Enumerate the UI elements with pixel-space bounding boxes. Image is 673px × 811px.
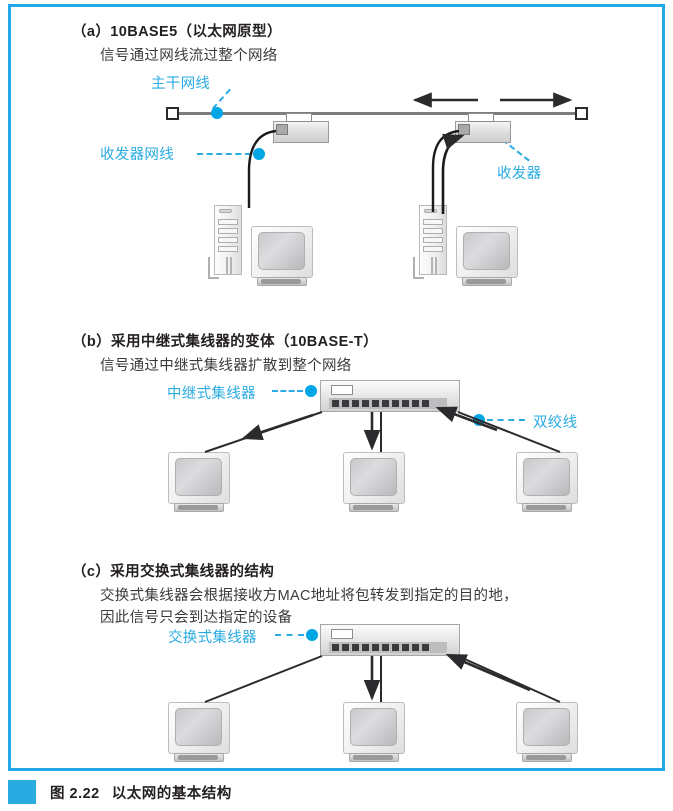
caption-line: 图 2.22 以太网的基本结构 (50, 782, 232, 803)
backbone-bus-cable (178, 112, 578, 115)
caption-number: 图 2.22 (50, 785, 100, 802)
bus-terminator-right (575, 107, 588, 120)
label-twisted-pair: 双绞线 (533, 415, 578, 431)
transceiver-right-port (458, 124, 470, 135)
switch-port-row (329, 642, 447, 653)
caption-title: 以太网的基本结构 (111, 785, 232, 802)
tower-pc-a-right (411, 205, 447, 283)
monitor-a-left (251, 226, 313, 286)
hub-led-indicator (331, 385, 353, 395)
tower-pc-a-left (206, 205, 242, 283)
monitor-a-right (456, 226, 518, 286)
repeater-hub-callout-leader (272, 390, 303, 392)
transceiver-right-top (468, 113, 494, 122)
backbone-callout-dot (211, 107, 223, 119)
label-backbone-cable: 主干网线 (151, 76, 211, 92)
transceiver-cable-callout-dot (253, 148, 265, 160)
label-repeater-hub: 中继式集线器 (167, 386, 256, 402)
bus-terminator-left (166, 107, 179, 120)
monitor-b-right (516, 452, 578, 512)
monitor-c-center (343, 702, 405, 762)
hub-port-row (329, 398, 447, 409)
section-c-subtitle-line1: 交换式集线器会根据接收方MAC地址将包转发到指定的目的地， (100, 588, 518, 604)
section-a-subtitle: 信号通过网线流过整个网络 (100, 48, 278, 64)
transceiver-left-top (286, 113, 312, 122)
twisted-pair-callout-dot (473, 414, 485, 426)
repeater-hub-device (320, 380, 460, 412)
caption-accent-block (8, 780, 36, 804)
section-b-subtitle: 信号通过中继式集线器扩散到整个网络 (100, 358, 352, 374)
section-a-title: （a）10BASE5（以太网原型） (72, 24, 282, 40)
switching-hub-callout-leader (275, 634, 304, 636)
section-b-title: （b）采用中继式集线器的变体（10BASE-T） (72, 334, 379, 350)
switching-hub-callout-dot (306, 629, 318, 641)
monitor-b-left (168, 452, 230, 512)
twisted-pair-callout-leader (487, 419, 525, 421)
figure-caption: 图 2.22 以太网的基本结构 (8, 779, 665, 805)
label-switching-hub: 交换式集线器 (168, 630, 257, 646)
section-c-subtitle-line2: 因此信号只会到达指定的设备 (100, 610, 293, 626)
repeater-hub-callout-dot (305, 385, 317, 397)
label-transceiver: 收发器 (497, 166, 542, 182)
section-c-title: （c）采用交换式集线器的结构 (72, 564, 275, 580)
transceiver-cable-callout-leader (197, 153, 251, 155)
monitor-b-center (343, 452, 405, 512)
monitor-c-left (168, 702, 230, 762)
monitor-c-right (516, 702, 578, 762)
label-transceiver-cable: 收发器网线 (100, 147, 174, 163)
switching-hub-device (320, 624, 460, 656)
switch-led-indicator (331, 629, 353, 639)
transceiver-left-port (276, 124, 288, 135)
